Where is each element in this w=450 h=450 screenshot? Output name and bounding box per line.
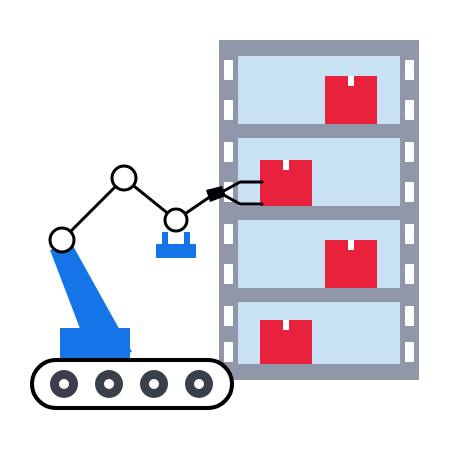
box-tape <box>283 160 289 170</box>
robot-elbow-joint <box>110 164 138 192</box>
box-tape <box>348 76 354 86</box>
robot-track <box>30 358 234 410</box>
shelf-left-upright-slots <box>224 60 233 362</box>
robot-hanging-claw <box>156 232 196 258</box>
robot-linkages <box>60 176 216 242</box>
track-wheels <box>50 370 213 398</box>
robot-lower-arm <box>50 244 132 360</box>
robot-wrist-joint <box>163 207 189 233</box>
shelf-box-2 <box>260 160 312 206</box>
shelf-box-3 <box>325 240 377 288</box>
robot-shoulder-joint <box>48 226 76 254</box>
track-wheel <box>185 370 213 398</box>
robot-arm <box>48 164 264 362</box>
gripper-fingers <box>220 180 264 206</box>
box-tape <box>283 320 289 330</box>
track-wheel <box>95 370 123 398</box>
shelf-box-4 <box>260 320 312 364</box>
track-belt <box>30 358 234 410</box>
track-wheel <box>50 370 78 398</box>
shelf-right-upright-slots <box>405 60 414 362</box>
gripper-head <box>206 186 226 202</box>
shelf-box-1 <box>325 76 377 124</box>
warehouse-shelf <box>219 40 419 380</box>
track-wheel <box>140 370 168 398</box>
box-tape <box>348 240 354 250</box>
robot-gripper <box>206 180 264 206</box>
